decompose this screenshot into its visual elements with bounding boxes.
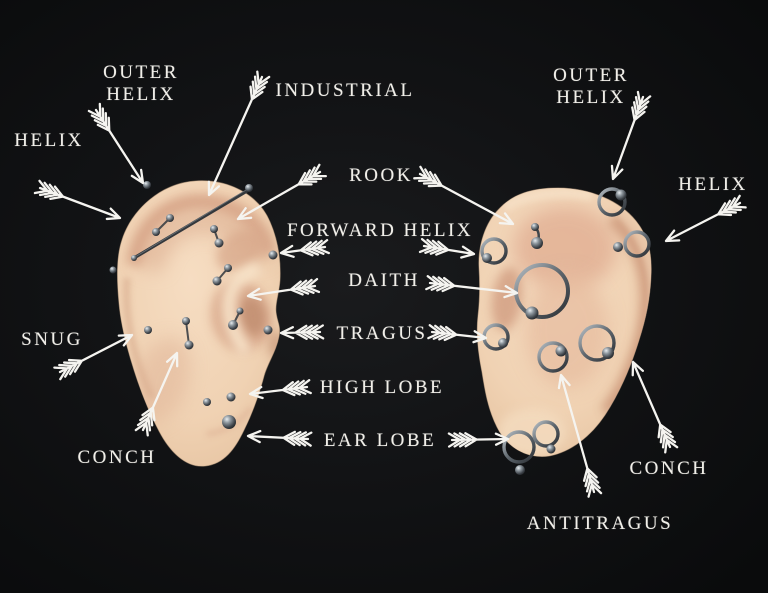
arrow-outer-helix-left bbox=[87, 102, 145, 185]
label-conch-left: CONCH bbox=[77, 447, 156, 469]
arrow-helix-right bbox=[664, 194, 747, 243]
label-outer-helix-left: OUTER HELIX bbox=[103, 62, 179, 106]
pointer-arrows bbox=[33, 70, 747, 498]
arrow-conch-right bbox=[631, 360, 679, 454]
arrow-daith-right bbox=[425, 275, 519, 299]
label-text: DAITH bbox=[348, 270, 420, 291]
arrow-helix-left bbox=[33, 179, 122, 221]
label-forward-helix: FORWARD HELIX bbox=[287, 220, 473, 242]
right-ear bbox=[476, 187, 652, 475]
daith-ring bbox=[514, 263, 570, 320]
industrial-barbell bbox=[131, 189, 248, 261]
arrow-ear-lobe-left bbox=[246, 429, 313, 447]
arrow-high-lobe bbox=[248, 379, 312, 400]
left-ear bbox=[109, 180, 281, 467]
label-outer-helix-right: OUTER HELIX bbox=[553, 65, 629, 109]
arrow-daith-left bbox=[246, 277, 321, 301]
label-high-lobe: HIGH LOBE bbox=[320, 377, 444, 399]
label-daith: DAITH bbox=[348, 270, 420, 292]
right-ear-jewelry bbox=[480, 187, 651, 475]
arrow-industrial bbox=[207, 70, 271, 197]
arrow-antitragus bbox=[557, 373, 603, 498]
arrow-rook-left bbox=[236, 163, 327, 221]
label-snug: SNUG bbox=[21, 329, 83, 351]
label-text: HELIX bbox=[14, 130, 84, 151]
label-text: CONCH bbox=[77, 447, 157, 468]
label-text: OUTER bbox=[553, 65, 629, 86]
label-ear-lobe: EAR LOBE bbox=[324, 430, 436, 452]
label-text: TRAGUS bbox=[336, 323, 428, 344]
label-helix-right: HELIX bbox=[678, 174, 747, 196]
label-conch-right: CONCH bbox=[629, 458, 708, 480]
label-antitragus: ANTITRAGUS bbox=[527, 513, 673, 535]
label-text: CONCH bbox=[629, 458, 709, 479]
label-text: ROOK bbox=[349, 165, 413, 186]
label-industrial: INDUSTRIAL bbox=[276, 80, 415, 102]
stud-piercings bbox=[109, 181, 278, 429]
label-text: INDUSTRIAL bbox=[275, 80, 415, 101]
label-text: ANTITRAGUS bbox=[526, 513, 674, 534]
label-text: EAR LOBE bbox=[323, 430, 437, 451]
left-ear-jewelry bbox=[109, 181, 278, 429]
arrow-forward-helix-left bbox=[279, 239, 331, 258]
arrow-snug bbox=[53, 333, 134, 381]
label-text: HELIX bbox=[678, 174, 748, 195]
arrow-outer-helix-right bbox=[610, 90, 652, 181]
label-text: HELIX bbox=[106, 84, 176, 105]
label-text: OUTER bbox=[103, 62, 179, 83]
label-helix-left: HELIX bbox=[14, 130, 83, 152]
label-text: FORWARD HELIX bbox=[286, 220, 474, 241]
label-tragus: TRAGUS bbox=[336, 323, 427, 345]
label-text: HIGH LOBE bbox=[319, 377, 445, 398]
arrow-ear-lobe-right bbox=[447, 432, 510, 448]
label-text: SNUG bbox=[21, 329, 83, 350]
arrow-tragus-left bbox=[279, 324, 325, 340]
label-text: HELIX bbox=[556, 87, 626, 108]
arrow-rook-right bbox=[413, 165, 515, 226]
arrow-forward-helix-right bbox=[418, 237, 476, 259]
arrow-tragus-right bbox=[427, 324, 488, 344]
label-rook: ROOK bbox=[349, 165, 413, 187]
arrow-conch-left bbox=[134, 351, 179, 437]
